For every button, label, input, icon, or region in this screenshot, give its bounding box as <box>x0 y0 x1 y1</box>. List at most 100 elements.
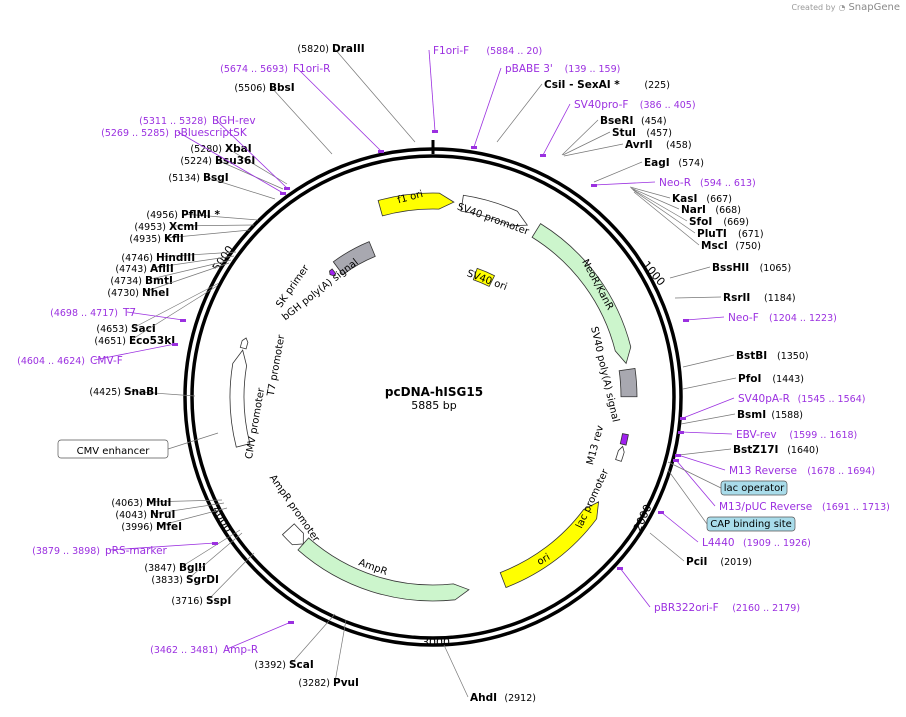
site-position: (1350) <box>777 351 809 362</box>
feature-layer <box>229 192 638 602</box>
site-nari: NarI (668) <box>630 187 741 216</box>
primer-name: M13 Reverse <box>729 465 797 477</box>
site-saci: (4653)SacI <box>96 282 220 335</box>
site-bsu36i: (5224)Bsu36I <box>180 155 284 190</box>
primer-range: (386 .. 405) <box>640 100 696 111</box>
site-position: (5820) <box>297 44 329 55</box>
site-msci: MscI(750) <box>633 191 761 252</box>
site-name: KflI <box>164 233 184 245</box>
primer-range: (1678 .. 1694) <box>807 466 875 477</box>
site-name: BstBI <box>736 350 767 362</box>
primer-f1ori-r: (5674 .. 5693)F1ori-R <box>220 63 384 153</box>
boxed-label-text: CMV enhancer <box>77 446 151 457</box>
primer-range: (5269 .. 5285) <box>101 128 169 139</box>
tick-label-5000: 5000 <box>210 243 237 273</box>
feature-label-cmv-promoter: CMV promoter <box>244 386 267 460</box>
primer-range: (4698 .. 4717) <box>50 308 118 319</box>
site-nrui: (4043)NruI <box>115 502 225 521</box>
primer-name: F1ori-F <box>433 45 469 57</box>
site-nhei: (4730)NheI <box>107 262 230 299</box>
site-position: (5506) <box>234 83 266 94</box>
primer-range: (3879 .. 3898) <box>32 546 100 557</box>
site-name: Eco53kI <box>129 335 175 347</box>
primer-pbluescriptsk: (5269 .. 5285) pBluescriptSK <box>101 127 286 195</box>
site-position: (669) <box>723 217 749 228</box>
site-position: (2912) <box>504 693 536 704</box>
feature-label-m13-rev: M13 rev <box>585 424 606 466</box>
site-name: MscI <box>701 240 728 252</box>
site-name: SfoI <box>689 216 712 228</box>
site-position: (5280) <box>190 144 222 155</box>
primer-f1ori-f: F1ori-F(5884 .. 20) <box>428 45 542 133</box>
site-name: NarI <box>681 204 706 216</box>
primer-pbr322ori-f: pBR322ori-F(2160 .. 2179) <box>617 567 800 614</box>
site-position: (1588) <box>771 410 803 421</box>
site-name: BmtI <box>145 275 173 287</box>
site-name: PciI <box>686 556 707 568</box>
site-position: (4043) <box>115 510 147 521</box>
primer-range: (4604 .. 4624) <box>17 356 85 367</box>
primer-name: Neo-F <box>728 312 759 324</box>
site-avrii: AvrII(458) <box>563 139 692 157</box>
primer-name: pRS-marker <box>105 545 168 557</box>
primer-range: (594 .. 613) <box>700 178 756 189</box>
boxed-label-text: lac operator <box>724 483 785 494</box>
site-position: (4063) <box>111 498 143 509</box>
primer-amp-r: (3462 .. 3481)Amp-R <box>150 621 294 656</box>
site-position: (668) <box>715 205 741 216</box>
site-position: (4730) <box>107 288 139 299</box>
site-rsrii: RsrII (1184) <box>674 292 796 304</box>
site-name: XcmI <box>169 221 198 233</box>
site-position: (4651) <box>94 336 126 347</box>
boxed-cmv-enhancer: CMV enhancer <box>57 432 219 459</box>
site-bsshii: BssHII(1065) <box>669 262 791 279</box>
site-name: PluTI <box>697 228 727 240</box>
site-name: SgrDI <box>186 574 219 586</box>
primer-range: (1545 .. 1564) <box>798 394 866 405</box>
site-name: BsmI <box>737 409 766 421</box>
site-position: (5134) <box>168 173 200 184</box>
primer-name: pBluescriptSK <box>174 127 248 139</box>
origin-marker <box>431 140 435 154</box>
site-name: RsrII <box>723 292 750 304</box>
site-name: PvuI <box>333 677 359 689</box>
boxed-cap-binding-site: CAP binding site <box>667 469 796 532</box>
plasmid-name: pcDNA-hISG15 <box>385 385 483 399</box>
site-aflii: (4743)AflII <box>115 255 235 275</box>
site-name: SacI <box>131 323 156 335</box>
site-name: CsiI - SexAI * <box>544 79 620 91</box>
site-sfoi: SfoI (669) <box>631 188 749 228</box>
site-draiii: (5820)DraIII <box>297 43 416 143</box>
site-name: BseRI <box>600 115 633 127</box>
site-name: KasI <box>672 193 697 205</box>
site-position: (4953) <box>134 222 166 233</box>
boxed-lac-operator: lac operator <box>667 461 788 496</box>
site-pvui: (3282)PvuI <box>298 619 359 689</box>
primer-prs-marker: (3879 .. 3898) pRS-marker <box>32 542 218 557</box>
site-name: PfoI <box>738 373 761 385</box>
site-position: (3833) <box>151 575 183 586</box>
primer-sv40pa-r: SV40pA-R(1545 .. 1564) <box>680 393 865 420</box>
site-position: (4653) <box>96 324 128 335</box>
watermark-created-by: Created by <box>791 3 836 12</box>
primer-cmv-f: (4604 .. 4624)CMV-F <box>17 343 178 367</box>
plasmid-length: 5885 bp <box>411 399 456 412</box>
primer-name: T7 <box>122 307 136 319</box>
site-eagi: EagI(574) <box>593 157 704 183</box>
primer-range: (5674 .. 5693) <box>220 64 288 75</box>
site-snabi: (4425)SnaBI <box>89 386 196 398</box>
site-position: (1640) <box>787 445 819 456</box>
site-name: PflMI * <box>181 209 220 221</box>
feature-sv40-ori <box>472 267 496 287</box>
site-position: (1184) <box>764 293 796 304</box>
feature-label-t7-promoter: T7 promoter <box>266 333 288 398</box>
site-name: MluI <box>146 497 171 509</box>
primer-l4440: L4440(1909 .. 1926) <box>658 511 811 549</box>
site-position: (2019) <box>720 557 752 568</box>
primer-pbabe-3: pBABE 3'(139 .. 159) <box>471 63 620 149</box>
primer-name: EBV-rev <box>736 429 777 441</box>
site-ahdi: AhdI(2912) <box>443 644 536 704</box>
site-pluti: PluTI(671) <box>632 189 764 240</box>
primer-ebv-rev: EBV-rev(1599 .. 1618) <box>678 429 857 441</box>
site-bmti: (4734)BmtI <box>110 259 232 287</box>
